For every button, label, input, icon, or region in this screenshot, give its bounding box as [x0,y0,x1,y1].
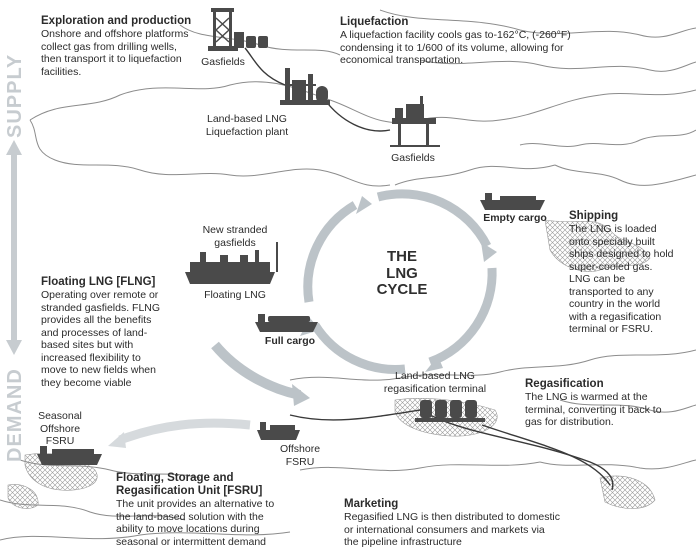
flng-text-line: provides all the benefits [41,314,152,326]
exploration-text-line: collect gas from drilling wells, [41,40,177,53]
new-stranded-gasfields-label: New stranded gasfields [202,224,268,249]
fsru-heading-line: Floating, Storage and [116,472,234,484]
floating-lng-label: Floating LNG [204,289,266,301]
shipping-text-line: with a regasification [569,310,662,323]
gasfields-onshore-label: Gasfields [201,56,245,68]
regasification-block: Regasification The LNG is warmed at the … [525,378,662,429]
shipping-text-line: ships designed to hold [569,248,674,260]
shipping-block: Shipping The LNG is loaded onto speciall… [569,210,674,336]
marketing-block: Marketing Regasified LNG is then distrib… [344,498,560,549]
marketing-text-line: the pipeline infrastructure [344,536,462,548]
fsru-heading-line: Regasification Unit [FSRU] [116,485,263,497]
cycle-title-line-1: THE [387,248,417,265]
flng-text-line: based sites but with [41,339,134,351]
liquefaction-plant-icon [280,68,330,105]
exploration-block: Exploration and production Onshore and o… [41,15,191,78]
fsru-relocation-arrow [118,418,251,445]
fsru-text-line: the land-based solution with the [116,510,264,523]
empty-cargo-label: Empty cargo [483,212,547,224]
map-coastlines [0,9,696,541]
flng-heading: Floating LNG [FLNG] [41,276,156,288]
exploration-text-line: then transport it to liquefaction [41,53,182,65]
liquefaction-text-line: A liquefaction facility cools gas to-162… [340,29,571,41]
flng-text-line: increased flexibility to [41,351,141,364]
gasfields-offshore-label: Gasfields [391,152,435,164]
hatched-regions [7,219,656,509]
regasification-terminal-icon [415,400,485,422]
offshore-platform-icon [390,96,440,147]
flng-text-line: and processes of land- [41,326,148,339]
liquefaction-text-line: condensing it to 1/600 of its volume, al… [340,41,564,54]
liquefaction-heading: Liquefaction [340,16,409,28]
regasification-text-line: terminal, converting it back to [525,403,662,416]
flng-text-line: they become viable [41,376,132,389]
regasification-text-line: gas for distribution. [525,416,614,428]
marketing-text-line: or international consumers and markets v… [344,523,545,536]
empty-cargo-ship-icon [480,193,545,210]
shipping-text-line: The LNG is loaded [569,223,657,235]
pipelines [244,47,614,491]
land-regas-terminal-label: Land-based LNG regasification terminal [383,370,487,395]
exploration-text-line: facilities. [41,65,82,78]
offshore-fsru-label: Offshore FSRU [279,443,321,468]
cycle-title-line-3: CYCLE [376,281,428,298]
shipping-heading: Shipping [569,210,619,222]
cycle-ring [303,189,497,374]
shipping-text-line: super-cooled gas. [569,260,653,273]
shipping-text-line: transported to any [569,285,654,298]
fsru-text-line: The unit provides an alternative to [116,498,275,510]
supply-demand-axis [6,140,22,355]
exploration-heading: Exploration and production [41,15,192,27]
seasonal-fsru-label: Seasonal Offshore FSRU [38,410,82,447]
flng-return-arrow [211,341,302,400]
shipping-text-line: terminal or FSRU. [569,323,654,335]
shipping-text-line: country in the world [569,298,661,310]
fsru-text-line: ability to move locations during [116,523,260,535]
flng-text-line: stranded gasfields. FLNG [41,301,161,314]
shipping-text-line: onto specially built [569,235,655,248]
land-lng-plant-label: Land-based LNG Liquefaction plant [205,113,289,138]
marketing-text-line: Regasified LNG is then distributed to do… [344,511,560,523]
seasonal-fsru-icon [37,446,102,465]
full-cargo-ship-icon [255,314,318,332]
cycle-title-line-2: LNG [386,264,418,282]
cycle-title: THE LNG CYCLE [352,248,452,299]
demand-label: DEMAND [4,368,26,462]
exploration-text-line: Onshore and offshore platforms [41,28,189,40]
supply-label: SUPPLY [4,53,26,138]
shipping-text-line: LNG can be [569,273,626,285]
floating-lng-vessel-icon [185,242,278,284]
liquefaction-block: Liquefaction A liquefaction facility coo… [340,16,571,67]
flng-block: Floating LNG [FLNG] Operating over remot… [41,276,160,389]
marketing-heading: Marketing [344,498,399,510]
flng-text-line: Operating over remote or [41,289,159,301]
offshore-fsru-icon [257,422,300,440]
regasification-heading: Regasification [525,378,604,390]
flng-text-line: move to new fields when [41,364,156,376]
full-cargo-label: Full cargo [264,335,316,347]
liquefaction-text-line: economical transportation. [340,54,464,66]
drilling-rig-icon [208,8,268,51]
fsru-block: Floating, Storage and Regasification Uni… [116,472,274,548]
regasification-text-line: The LNG is warmed at the [525,391,648,403]
fsru-text-line: seasonal or intermittent demand [116,535,266,548]
